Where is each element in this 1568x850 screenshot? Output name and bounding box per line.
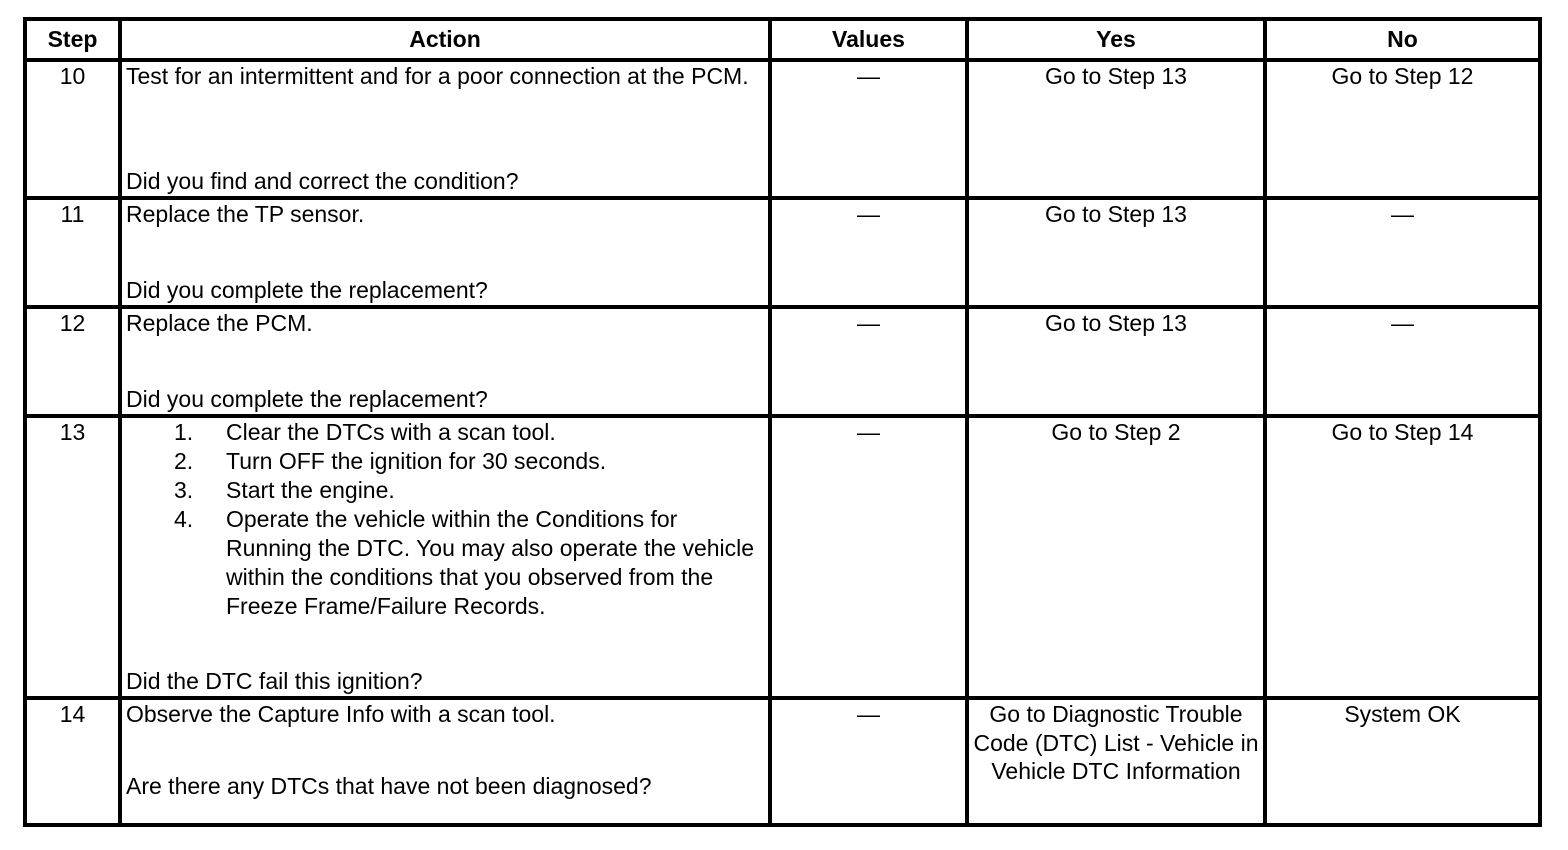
values-cell: — [768,414,969,700]
list-item: 4. Operate the vehicle within the Conditi… [126,505,764,621]
substep-number: 1. [174,419,194,445]
step-number: 12 [23,305,122,418]
header-yes: Yes [965,17,1267,62]
diagnostic-table: Step Action Values Yes No 10 Test for an… [23,17,1542,827]
yes-cell: Go to Diagnostic Trouble Code (DTC) List… [965,696,1267,827]
yes-cell: Go to Step 13 [965,58,1267,200]
values-text: — [857,419,880,445]
action-cell: Observe the Capture Info with a scan too… [118,696,772,827]
header-action: Action [118,17,772,62]
substep-number: 2. [174,448,194,474]
step-number: 11 [23,196,122,309]
values-cell: — [768,696,969,827]
action-question: Did you complete the replacement? [126,386,488,412]
action-cell: Test for an intermittent and for a poor … [118,58,772,200]
table-row: 10 Test for an intermittent and for a po… [23,58,1542,200]
header-step: Step [23,17,122,62]
no-cell: — [1263,196,1542,309]
substep-list: 1. Clear the DTCs with a scan tool. 2. Tur… [126,418,764,621]
values-text: — [857,701,880,727]
no-cell: System OK [1263,696,1542,827]
action-cell: Replace the TP sensor. Did you complete … [118,196,772,309]
action-text: Observe the Capture Info with a scan too… [126,701,556,727]
substep-number: 3. [174,477,194,503]
substep-text: Operate the vehicle within the Condition… [226,506,755,619]
values-text: — [857,310,880,336]
values-text: — [857,201,880,227]
no-cell: Go to Step 14 [1263,414,1542,700]
step-number: 14 [23,696,122,827]
table-row: 14 Observe the Capture Info with a scan … [23,696,1542,827]
header-no: No [1263,17,1542,62]
action-text: Replace the TP sensor. [126,201,365,227]
yes-cell: Go to Step 2 [965,414,1267,700]
substep-text: Start the engine. [226,477,395,503]
action-question: Did you complete the replacement? [126,277,488,303]
list-item: 2. Turn OFF the ignition for 30 seconds. [126,447,764,476]
list-item: 1. Clear the DTCs with a scan tool. [126,418,764,447]
values-cell: — [768,196,969,309]
step-number: 10 [23,58,122,200]
no-cell: Go to Step 12 [1263,58,1542,200]
action-question: Did you find and correct the condition? [126,168,519,194]
action-text: Test for an intermittent and for a poor … [126,63,749,89]
action-question: Did the DTC fail this ignition? [126,668,423,694]
no-cell: — [1263,305,1542,418]
step-number: 13 [23,414,122,700]
yes-cell: Go to Step 13 [965,305,1267,418]
yes-cell: Go to Step 13 [965,196,1267,309]
header-row: Step Action Values Yes No [23,17,1542,62]
header-values: Values [768,17,969,62]
substep-number: 4. [174,506,194,532]
table-row: 13 1. Clear the DTCs with a scan tool. 2.… [23,414,1542,700]
action-cell: 1. Clear the DTCs with a scan tool. 2. Tur… [118,414,772,700]
table-row: 11 Replace the TP sensor. Did you comple… [23,196,1542,309]
action-cell: Replace the PCM. Did you complete the re… [118,305,772,418]
action-question: Are there any DTCs that have not been di… [126,773,652,799]
table-row: 12 Replace the PCM. Did you complete the… [23,305,1542,418]
values-text: — [857,63,880,89]
substep-text: Turn OFF the ignition for 30 seconds. [226,448,607,474]
substep-text: Clear the DTCs with a scan tool. [226,419,556,445]
values-cell: — [768,58,969,200]
values-cell: — [768,305,969,418]
list-item: 3. Start the engine. [126,476,764,505]
action-text: Replace the PCM. [126,310,313,336]
